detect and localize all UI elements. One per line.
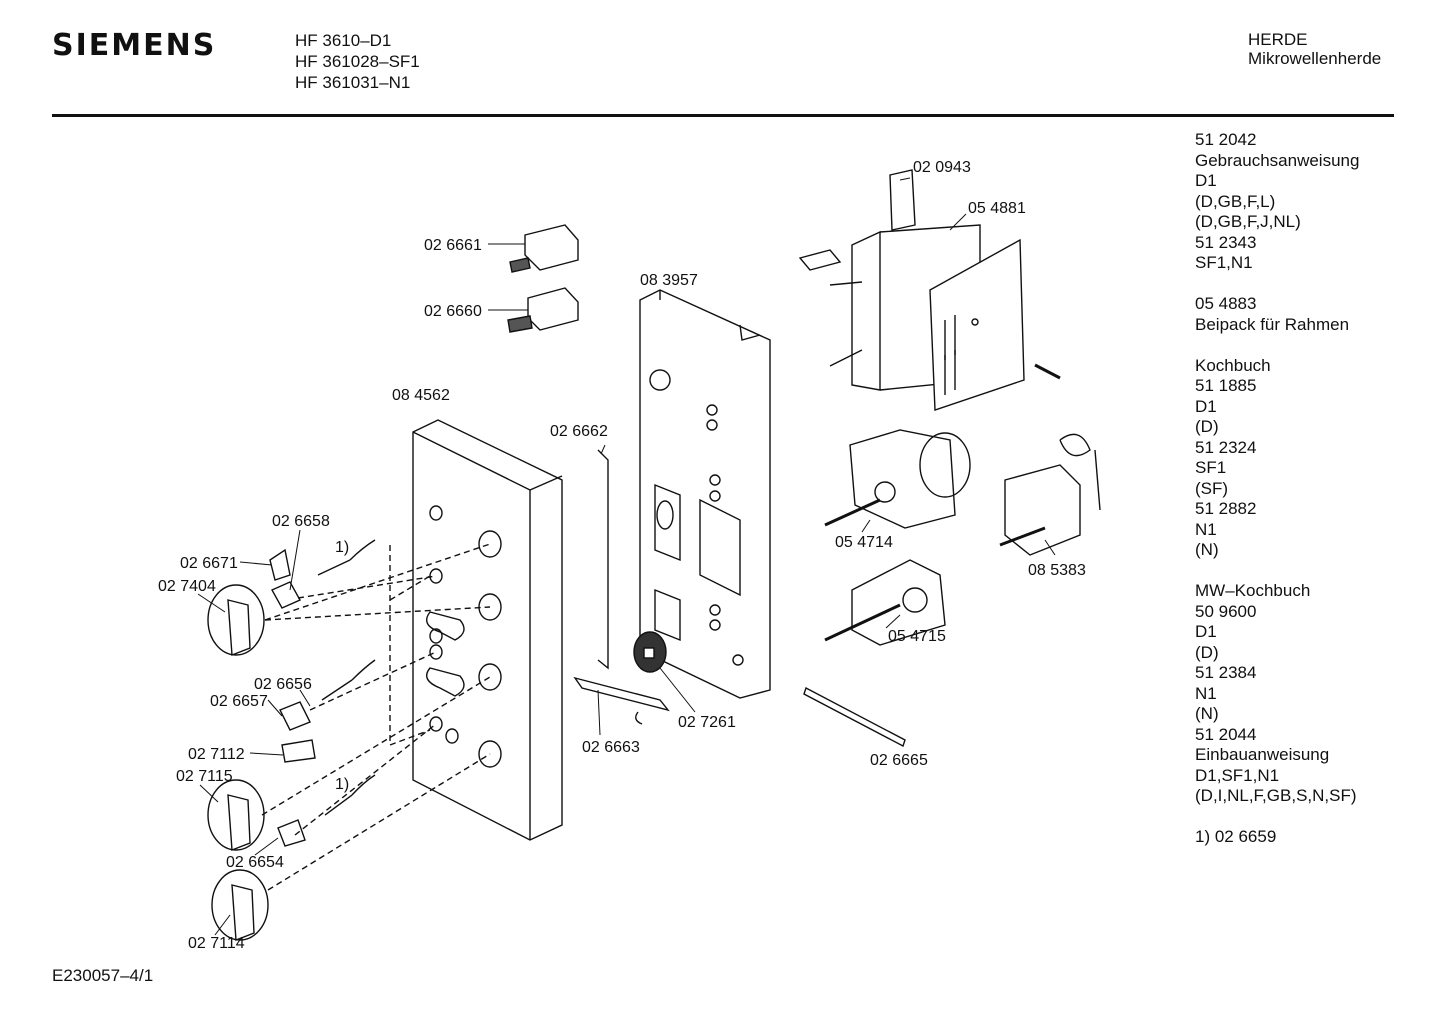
category-line: HERDE: [1248, 30, 1308, 49]
model-number: HF 3610–D1: [295, 31, 392, 50]
indicator-lamp: [279, 701, 311, 731]
part-label: 02 7114: [188, 935, 245, 952]
part-label: 02 6671: [180, 555, 238, 572]
note-line: N1: [1195, 519, 1217, 539]
note-line: 51 2324: [1195, 437, 1257, 457]
thermostat: [999, 433, 1101, 556]
cover-cap: [281, 739, 316, 763]
part-label: 02 7112: [188, 746, 245, 763]
model-number: HF 361031–N1: [295, 73, 411, 92]
part-label: 02 6662: [550, 423, 608, 440]
note-line: SF1: [1195, 458, 1227, 477]
note-line: SF1,N1: [1195, 253, 1253, 272]
note-line: D1: [1195, 622, 1217, 641]
indicator-lamp: [271, 581, 301, 609]
siemens-logo: SIEMENS: [52, 28, 217, 63]
header-divider: [52, 114, 1394, 117]
note-line: N1: [1195, 683, 1217, 703]
part-label: 02 6656: [254, 676, 312, 693]
push-switch-a: [509, 224, 579, 273]
note-line: Beipack für Rahmen: [1195, 314, 1350, 334]
part-label: 05 4715: [888, 628, 946, 645]
footnote-marker: 1): [335, 776, 349, 793]
seal-strip: [597, 449, 609, 670]
note-line: 51 1885: [1195, 376, 1257, 395]
part-label: 02 6657: [210, 693, 268, 710]
part-label: 02 6665: [870, 752, 928, 769]
note-line: (N): [1195, 540, 1219, 559]
note-line: 51 2044: [1195, 724, 1257, 744]
part-label: 02 7115: [176, 768, 233, 785]
control-knob-middle: [207, 779, 265, 851]
part-label: 05 4881: [968, 200, 1026, 217]
note-line: (N): [1195, 704, 1219, 723]
part-label: 02 0943: [913, 159, 971, 176]
timer-module: [798, 169, 1061, 411]
note-line: (D): [1195, 642, 1219, 662]
category-line: Mikrowellenherde: [1248, 49, 1382, 68]
part-label: 02 6658: [272, 513, 330, 530]
note-line: 1) 02 6659: [1195, 827, 1277, 846]
note-line: (D,GB,F,L): [1195, 191, 1276, 211]
note-line: (SF): [1195, 478, 1229, 498]
part-label: 02 6660: [424, 303, 482, 320]
part-label: 05 4714: [835, 534, 893, 551]
note-line: 05 4883: [1195, 294, 1257, 313]
lever: [573, 676, 670, 712]
lamp-wires: [349, 539, 376, 796]
leader-lines: [197, 177, 1056, 936]
lamp-wires: [317, 559, 353, 816]
model-list: HF 3610–D1 HF 361028–SF1 HF 361031–N1: [295, 30, 420, 93]
part-label: 02 6661: [424, 237, 482, 254]
note-line: D1: [1195, 396, 1217, 416]
note-line: 51 2882: [1195, 499, 1257, 518]
note-line: 51 2343: [1195, 232, 1257, 252]
timer-motor-a: [824, 429, 971, 529]
note-line: 50 9600: [1195, 601, 1257, 621]
rod: [803, 686, 906, 748]
note-line: (D): [1195, 417, 1219, 436]
category-heading: HERDE Mikrowellenherde: [1248, 30, 1381, 68]
spring-clip: [635, 711, 643, 725]
control-knob-top: [207, 584, 265, 656]
note-line: 51 2384: [1195, 663, 1257, 682]
note-line: D1,SF1,N1: [1195, 765, 1280, 785]
drawing-number: E230057–4/1: [52, 966, 154, 985]
indicator-lamp: [277, 819, 306, 847]
part-label: 08 4562: [392, 387, 450, 404]
part-label: 02 6663: [582, 739, 640, 756]
part-label: 08 3957: [640, 272, 698, 289]
note-line: Einbauanweisung: [1195, 745, 1330, 764]
note-line: 51 2042: [1195, 130, 1257, 149]
push-switch-b: [507, 287, 579, 333]
note-line: D1: [1195, 171, 1217, 190]
note-line: Kochbuch: [1195, 355, 1271, 375]
indicator-disc: [633, 631, 667, 673]
timer-motor-b: [824, 559, 946, 646]
part-label: 08 5383: [1028, 562, 1086, 579]
control-panel-housing: [412, 419, 563, 841]
assembly-lines: [261, 543, 491, 891]
model-number: HF 361028–SF1: [295, 52, 420, 71]
control-knob-bottom: [211, 869, 269, 941]
note-line: (D,I,NL,F,GB,S,N,SF): [1195, 786, 1357, 805]
note-line: MW–Kochbuch: [1195, 581, 1311, 600]
part-label: 02 7404: [158, 578, 216, 595]
part-label: 02 7261: [678, 714, 736, 731]
note-line: (D,GB,F,J,NL): [1195, 212, 1301, 231]
note-line: Gebrauchsanweisung: [1195, 150, 1360, 170]
footnote-marker: 1): [335, 539, 349, 556]
clip: [269, 548, 291, 581]
part-label: 02 6654: [226, 854, 284, 871]
